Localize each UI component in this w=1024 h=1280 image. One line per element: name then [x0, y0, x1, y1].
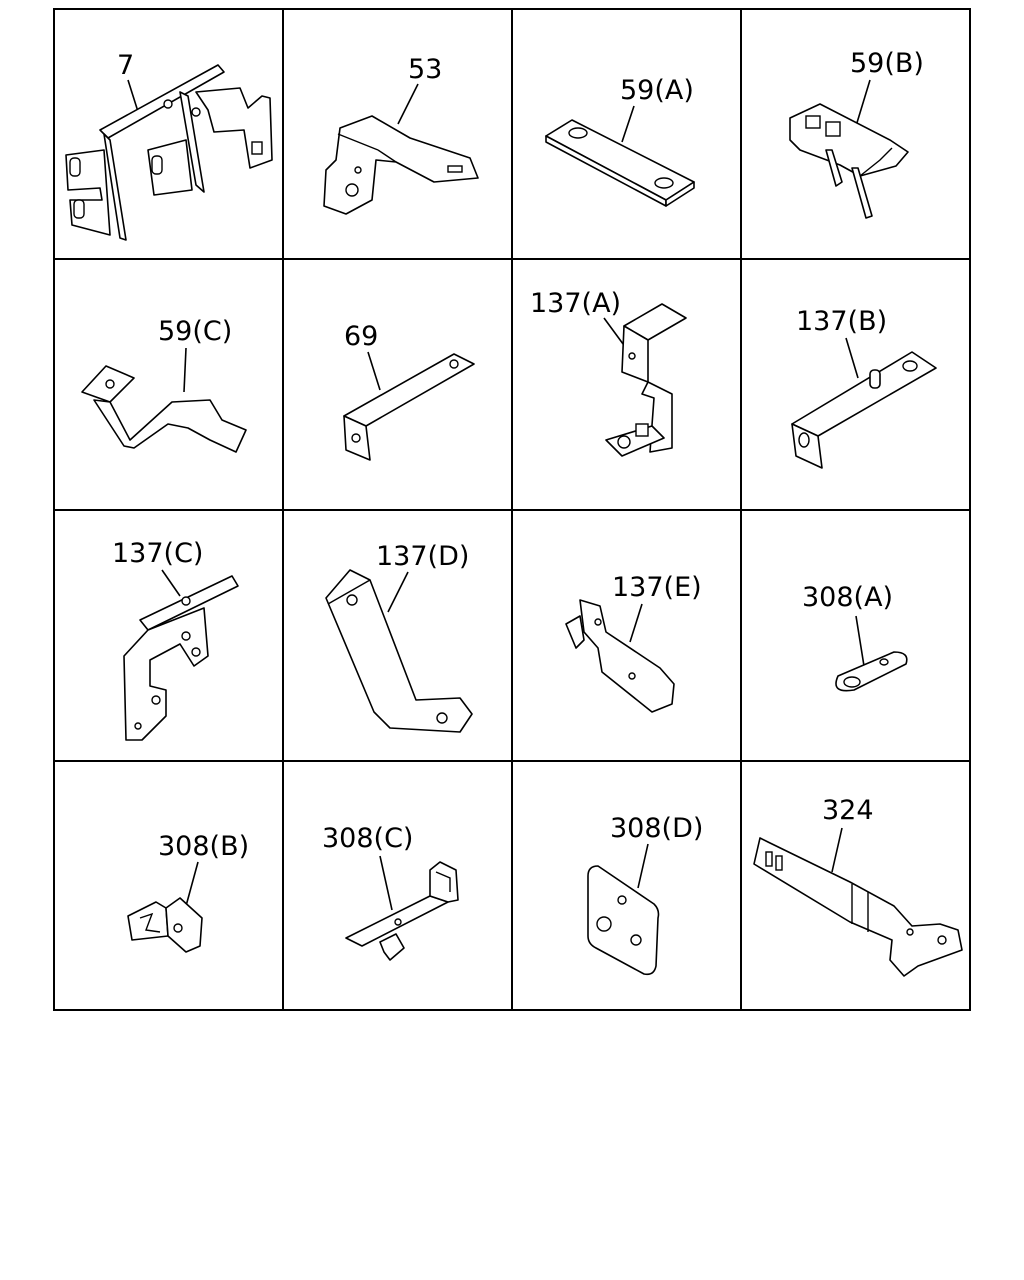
part-137b[interactable]: 137(B)	[791, 306, 937, 469]
part-7[interactable]: 7	[65, 50, 273, 241]
part-137e[interactable]: 137(E)	[565, 572, 702, 713]
part-137c[interactable]: 137(C)	[112, 538, 239, 741]
part-59c[interactable]: 59(C)	[81, 316, 247, 453]
part-label-308c: 308(C)	[322, 823, 413, 854]
part-label-137b: 137(B)	[796, 306, 887, 337]
part-label-137d: 137(D)	[376, 541, 469, 572]
part-label-308a: 308(A)	[802, 582, 893, 613]
part-label-308d: 308(D)	[610, 813, 703, 844]
part-308b[interactable]: 308(B)	[127, 831, 249, 953]
part-59a[interactable]: 59(A)	[545, 75, 695, 207]
part-59b[interactable]: 59(B)	[789, 48, 924, 219]
part-label-137a: 137(A)	[530, 288, 621, 319]
part-324[interactable]: 324	[753, 795, 963, 977]
part-label-137e: 137(E)	[612, 572, 702, 603]
part-label-308b: 308(B)	[158, 831, 249, 862]
part-label-137c: 137(C)	[112, 538, 203, 569]
part-label-7: 7	[117, 50, 134, 81]
grid	[53, 8, 971, 1011]
part-137d[interactable]: 137(D)	[325, 541, 473, 733]
part-308c[interactable]: 308(C)	[322, 823, 459, 961]
part-label-59a: 59(A)	[620, 75, 694, 106]
part-label-69: 69	[344, 321, 378, 352]
part-308d[interactable]: 308(D)	[587, 813, 703, 976]
part-137a[interactable]: 137(A)	[530, 288, 687, 457]
part-53[interactable]: 53	[323, 54, 479, 215]
part-308a[interactable]: 308(A)	[802, 582, 908, 692]
part-69[interactable]: 69	[343, 321, 475, 461]
part-label-53: 53	[408, 54, 442, 85]
part-label-59b: 59(B)	[850, 48, 924, 79]
part-label-59c: 59(C)	[158, 316, 232, 347]
part-label-324: 324	[822, 795, 874, 826]
